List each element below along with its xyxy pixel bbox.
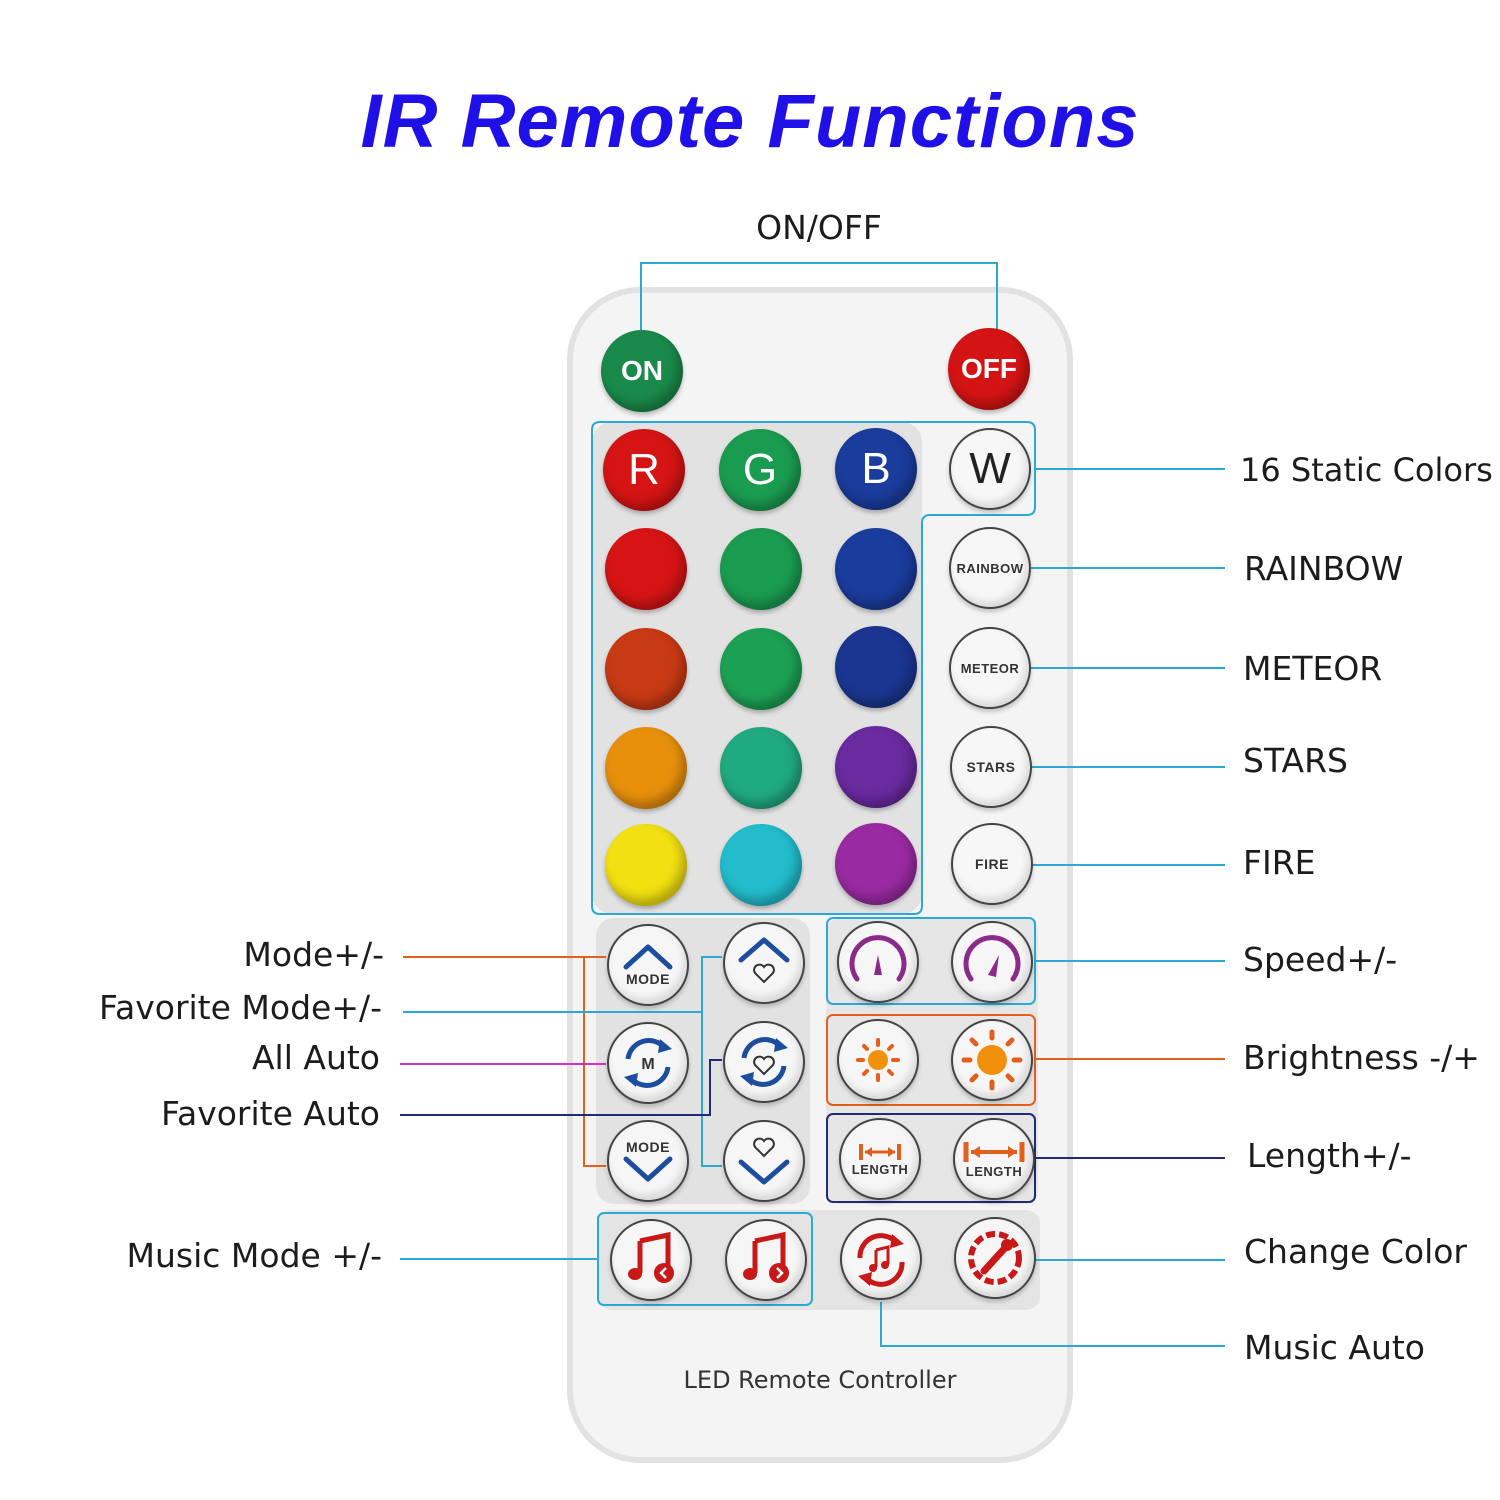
- all-auto-button[interactable]: M: [607, 1022, 689, 1104]
- speed-up-button[interactable]: [951, 921, 1033, 1003]
- mode-label: Mode+/-: [243, 935, 384, 974]
- on-label: ON: [621, 355, 663, 386]
- favorite-up-button[interactable]: [723, 922, 805, 1004]
- meteor-label: METEOR: [1243, 649, 1383, 688]
- b-label: B: [861, 444, 891, 493]
- r-label: R: [628, 445, 660, 494]
- speed-down-button[interactable]: [837, 921, 919, 1003]
- length-up-icon: [963, 1141, 1025, 1162]
- length-up-button[interactable]: LENGTH: [953, 1118, 1035, 1200]
- mode-down-button[interactable]: MODE: [607, 1120, 689, 1202]
- static-colors-outline: [591, 421, 1036, 915]
- brightness-label: Brightness -/+: [1243, 1038, 1480, 1077]
- all-auto-label: All Auto: [251, 1038, 380, 1077]
- brightness-down-icon: [856, 1038, 900, 1082]
- change-color-label: Change Color: [1244, 1232, 1467, 1271]
- stars-button-label: STARS: [966, 759, 1016, 775]
- brightness-up-button[interactable]: [951, 1019, 1033, 1101]
- meteor-button-label: METEOR: [960, 660, 1020, 676]
- white-button[interactable]: W: [949, 428, 1031, 510]
- length-down-icon: [859, 1143, 901, 1160]
- static-colors-label: 16 Static Colors: [1240, 451, 1493, 489]
- color-button-navy[interactable]: [835, 626, 917, 708]
- color-button-teal[interactable]: [720, 727, 802, 809]
- favorite-down-button[interactable]: [723, 1120, 805, 1202]
- change-color-button[interactable]: [954, 1217, 1036, 1299]
- music-auto-button[interactable]: [840, 1218, 922, 1300]
- music-panel-bg: [598, 1210, 1040, 1310]
- stars-button[interactable]: STARS: [950, 726, 1032, 808]
- favorite-up-icon: [738, 937, 790, 984]
- rainbow-button[interactable]: RAINBOW: [949, 527, 1031, 609]
- off-label: OFF: [961, 353, 1017, 384]
- color-button-green-2[interactable]: [720, 628, 802, 710]
- music-mode-up-icon: [743, 1231, 789, 1283]
- length-up-label: LENGTH: [965, 1163, 1023, 1179]
- fire-button[interactable]: FIRE: [951, 823, 1033, 905]
- on-button[interactable]: ON: [601, 330, 683, 412]
- meteor-button[interactable]: METEOR: [949, 627, 1031, 709]
- mode-bracket: [403, 956, 606, 1167]
- brightness-up-icon: [961, 1029, 1023, 1091]
- music-mode-down-button[interactable]: [610, 1219, 692, 1301]
- speed-down-icon: [849, 935, 907, 982]
- music-mode-down-icon: [628, 1231, 674, 1283]
- speed-up-icon: [963, 935, 1021, 982]
- svg-text:M: M: [641, 1056, 654, 1073]
- color-button-red[interactable]: [605, 528, 687, 610]
- page-title: IR Remote Functions: [360, 79, 1140, 164]
- blue-button[interactable]: B: [835, 428, 917, 510]
- on-off-bracket: [640, 262, 998, 330]
- favorite-mode-bracket: [701, 956, 722, 1167]
- fire-button-label: FIRE: [975, 856, 1009, 872]
- mode-up-button[interactable]: MODE: [607, 924, 689, 1006]
- speed-label: Speed+/-: [1243, 940, 1398, 979]
- remote-footer-text: LED Remote Controller: [683, 1366, 957, 1394]
- brightness-down-button[interactable]: [837, 1019, 919, 1101]
- stars-label: STARS: [1243, 741, 1348, 780]
- favorite-down-icon: [738, 1137, 790, 1185]
- g-label: G: [742, 445, 778, 494]
- length-down-button[interactable]: LENGTH: [839, 1118, 921, 1200]
- mode-up-icon: [623, 944, 673, 970]
- favorite-auto-icon: [740, 1037, 788, 1087]
- music-auto-line: [880, 1302, 1225, 1347]
- rainbow-button-label: RAINBOW: [956, 560, 1024, 576]
- length-down-label: LENGTH: [851, 1161, 909, 1177]
- color-button-orange-red[interactable]: [605, 628, 687, 710]
- color-button-cyan[interactable]: [720, 824, 802, 906]
- favorite-auto-line: [400, 1059, 722, 1116]
- color-button-purple[interactable]: [835, 726, 917, 808]
- change-color-icon: [968, 1231, 1022, 1285]
- mode-down-icon: [623, 1156, 673, 1182]
- red-button[interactable]: R: [603, 429, 685, 511]
- music-mode-up-button[interactable]: [725, 1219, 807, 1301]
- all-auto-icon: M: [624, 1038, 672, 1088]
- mode-up-label: MODE: [626, 971, 670, 987]
- rainbow-label: RAINBOW: [1244, 549, 1404, 588]
- favorite-auto-label: Favorite Auto: [161, 1094, 380, 1133]
- mode-down-label: MODE: [626, 1139, 670, 1155]
- color-button-blue[interactable]: [835, 528, 917, 610]
- color-button-yellow[interactable]: [605, 824, 687, 906]
- color-button-orange[interactable]: [605, 727, 687, 809]
- music-auto-label: Music Auto: [1244, 1328, 1426, 1367]
- favorite-auto-button[interactable]: [723, 1021, 805, 1103]
- color-button-green[interactable]: [720, 528, 802, 610]
- length-label: Length+/-: [1247, 1136, 1412, 1175]
- favorite-mode-label: Favorite Mode+/-: [99, 988, 382, 1027]
- off-button[interactable]: OFF: [948, 328, 1030, 410]
- music-auto-icon: [857, 1233, 905, 1287]
- green-button[interactable]: G: [719, 429, 801, 511]
- fire-label: FIRE: [1243, 843, 1316, 882]
- on-off-label: ON/OFF: [756, 208, 882, 247]
- music-mode-label: Music Mode +/-: [126, 1236, 382, 1275]
- w-label: W: [969, 444, 1011, 493]
- color-button-violet[interactable]: [835, 823, 917, 905]
